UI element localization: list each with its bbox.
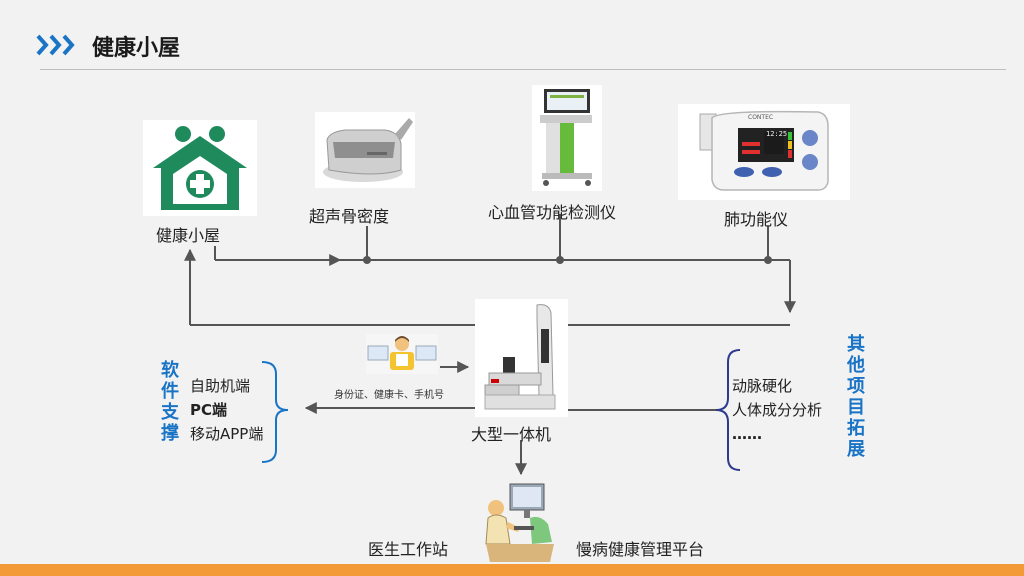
bone-densitometer-icon <box>323 118 413 182</box>
other-projects-char: 拓 <box>847 418 865 439</box>
health-house-icon <box>153 126 247 210</box>
software-support-item: PC端 <box>190 401 228 419</box>
software-support-char: 撑 <box>161 423 179 444</box>
id-input-label: 身份证、健康卡、手机号 <box>334 390 444 401</box>
device-label-health-house: 健康小屋 <box>156 226 221 245</box>
other-project-item: …… <box>732 425 762 443</box>
right-brace <box>261 361 289 463</box>
device-label-bone-density: 超声骨密度 <box>309 207 390 226</box>
center-machine-label: 大型一体机 <box>471 425 552 444</box>
page-title: 健康小屋 <box>92 36 181 61</box>
cardio-detector-icon <box>540 89 592 186</box>
id-card-image <box>366 334 438 374</box>
left-brace <box>715 349 741 471</box>
header-divider <box>40 69 1006 70</box>
software-support-title: 软 件 支 撑 <box>160 360 180 444</box>
other-projects-list: 动脉硬化 人体成分分析 …… <box>732 374 822 446</box>
other-projects-char: 目 <box>847 397 865 418</box>
lung-device-image: CONTEC 12:25 <box>678 104 850 200</box>
chevron-right-icon <box>36 34 75 56</box>
other-project-item: 人体成分分析 <box>732 401 823 419</box>
other-projects-char: 他 <box>847 355 865 376</box>
bone-density-image <box>315 112 415 188</box>
software-support-list: 自助机端 PC端 移动APP端 <box>190 374 263 446</box>
software-support-item: 移动APP端 <box>190 425 264 443</box>
id-card-user-icon <box>367 336 437 370</box>
other-projects-title: 其 他 项 目 拓 展 <box>846 334 866 460</box>
device-label-lung: 肺功能仪 <box>724 210 789 229</box>
software-support-char: 支 <box>161 402 179 423</box>
other-projects-char: 其 <box>847 334 865 355</box>
lung-device-brand: CONTEC <box>748 114 774 121</box>
footer-accent-bar <box>0 564 1024 576</box>
spirometer-icon <box>699 110 829 191</box>
other-project-item: 动脉硬化 <box>732 377 793 395</box>
kiosk-machine-icon <box>484 304 556 410</box>
other-projects-char: 项 <box>847 376 865 397</box>
health-house-image <box>143 120 257 216</box>
other-projects-char: 展 <box>847 439 865 460</box>
device-label-cardio: 心血管功能检测仪 <box>488 203 617 222</box>
doctor-workstation-image <box>480 478 562 564</box>
software-support-item: 自助机端 <box>190 377 251 395</box>
all-in-one-machine-image <box>475 299 568 417</box>
software-support-char: 件 <box>161 381 179 402</box>
chronic-disease-platform-label: 慢病健康管理平台 <box>576 540 705 559</box>
doctor-workstation-label: 医生工作站 <box>368 540 449 559</box>
software-support-char: 软 <box>161 360 179 381</box>
doctor-at-computer-icon <box>485 483 554 562</box>
lung-device-readout: 12:25 <box>766 130 788 138</box>
cardio-detector-image <box>532 85 602 191</box>
